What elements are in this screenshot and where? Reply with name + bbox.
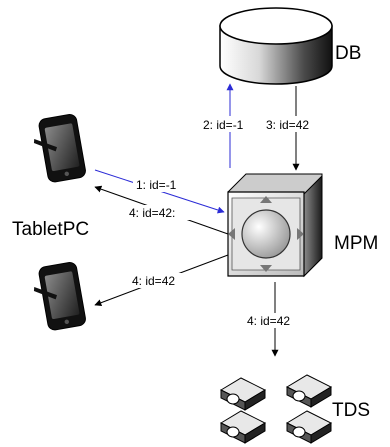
edge-label-e4a: 4: id=42: bbox=[129, 206, 175, 220]
edge-label-e3: 3: id=42 bbox=[266, 118, 309, 132]
edge-label-e4b: 4: id=42 bbox=[132, 274, 175, 288]
mpm-label: MPM bbox=[334, 233, 378, 254]
edge-labels: 2: id=-1 3: id=42 1: id=-1 4: id=42: 4: … bbox=[126, 116, 326, 328]
mpm-server-icon bbox=[227, 173, 323, 278]
tds-projectors-icon bbox=[219, 374, 333, 444]
tablet-top-icon bbox=[33, 114, 86, 183]
db-label: DB bbox=[335, 43, 361, 64]
tablet-bottom-icon bbox=[33, 262, 86, 331]
db-cylinder-icon bbox=[219, 7, 333, 85]
tablet-label: TabletPC bbox=[12, 219, 89, 240]
edge-label-e1: 1: id=-1 bbox=[136, 178, 177, 192]
edge-label-e2: 2: id=-1 bbox=[203, 118, 244, 132]
tds-label: TDS bbox=[332, 400, 370, 421]
edge-label-e4c: 4: id=42 bbox=[247, 314, 290, 328]
